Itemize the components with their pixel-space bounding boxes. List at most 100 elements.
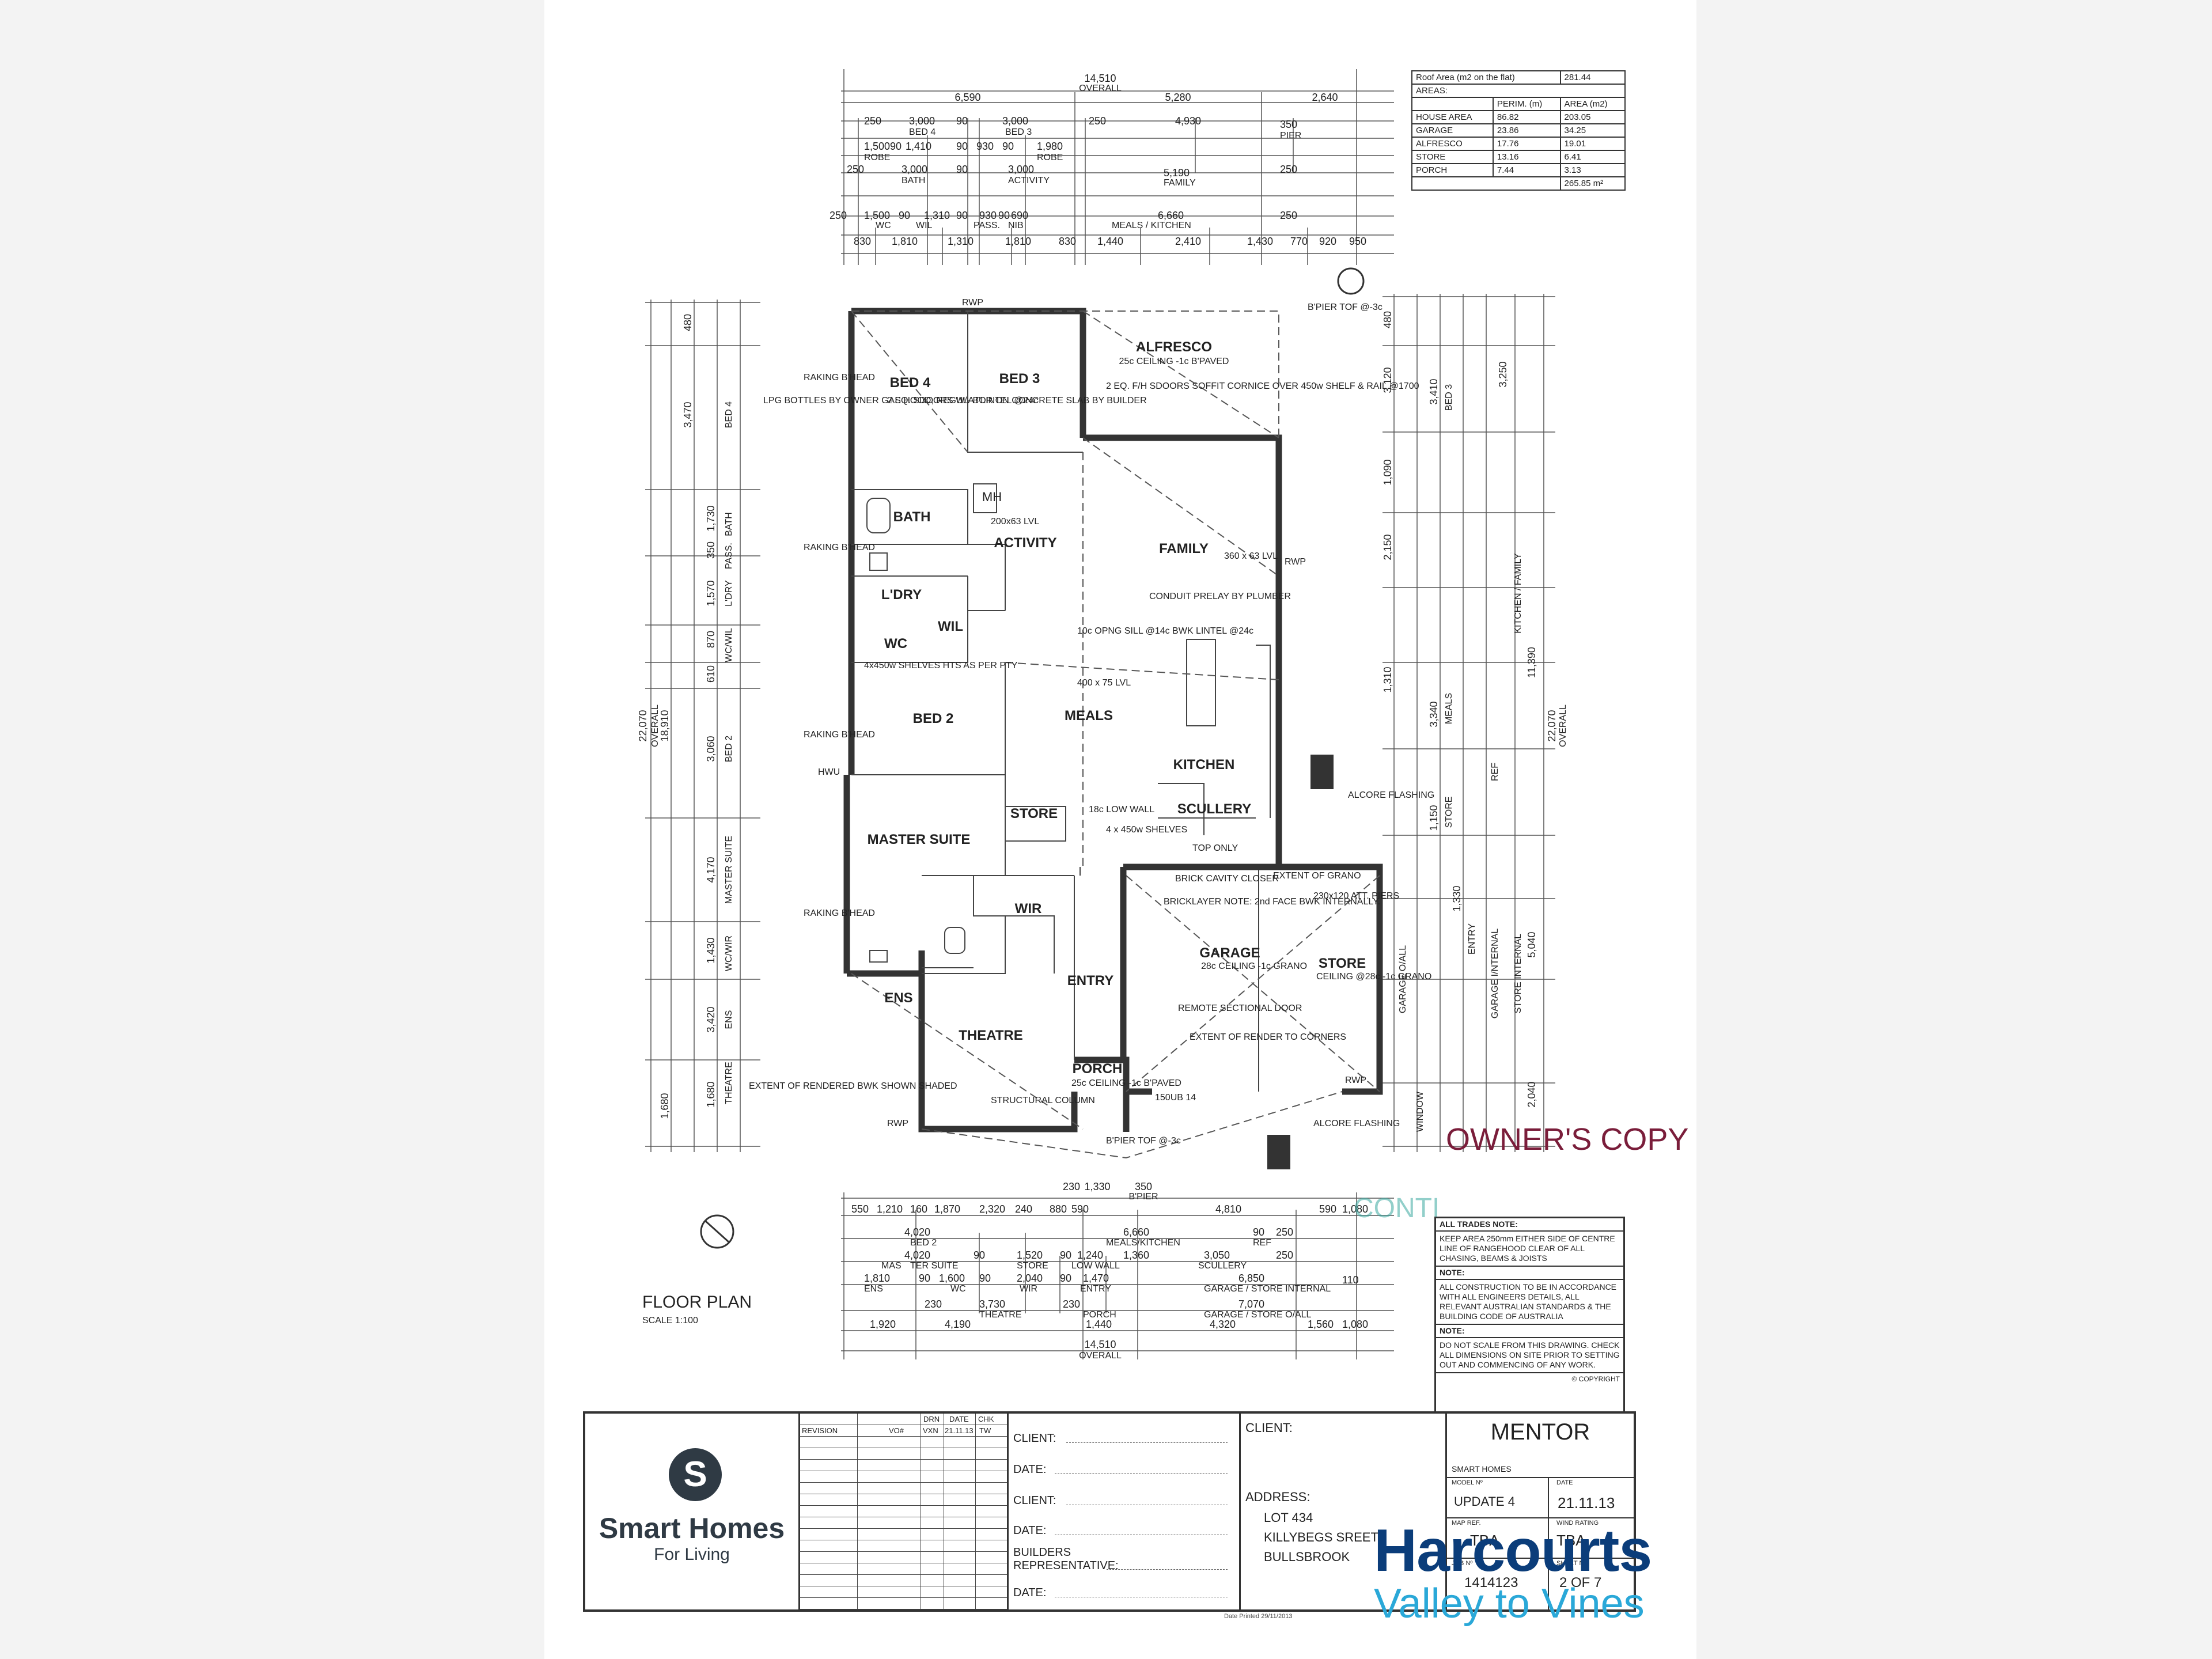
roof-table-title-value: 281.44 xyxy=(1559,70,1626,85)
top-overall-label: OVERALL xyxy=(1079,84,1122,93)
room-bed4: BED 4 xyxy=(890,375,931,391)
top-dim-r4-6: 1,980 xyxy=(1037,141,1063,152)
note-extent-grano: EXTENT OF GRANO xyxy=(1273,871,1361,881)
bottom-r4-7: 250 xyxy=(1276,1249,1293,1261)
bottom-r7-2: 1,440 xyxy=(1086,1319,1112,1330)
note-conduit: CONDUIT PRELAY BY PLUMBER xyxy=(1149,592,1291,601)
left-label-theatre: THEATRE xyxy=(724,1062,734,1104)
room-family: FAMILY xyxy=(1159,541,1209,556)
note-rwp-4: RWP xyxy=(887,1119,908,1128)
top-label-meals-kitchen: MEALS / KITCHEN xyxy=(1112,221,1191,230)
top-label-wil: WIL xyxy=(916,221,933,230)
bottom-r7-5: 1,080 xyxy=(1342,1319,1368,1330)
bottom-r6-4: 110 xyxy=(1342,1274,1359,1286)
note-remote: REMOTE SECTIONAL DOOR xyxy=(1178,1003,1302,1013)
top-dim-r3-0: 250 xyxy=(864,115,881,127)
top-dim-r7-8: 770 xyxy=(1290,236,1308,247)
roof-table-areas-label: AREAS: xyxy=(1411,84,1626,98)
right-label-garage-oall: GARAGE O/ALL xyxy=(1398,945,1408,1013)
top-overall-dim: 14,510 xyxy=(1084,73,1116,84)
roof-row-name: ALFRESCO xyxy=(1411,137,1494,151)
top-dim-r6-9: 250 xyxy=(1280,210,1297,221)
left-seg-4: 1,570 xyxy=(705,580,717,606)
bottom-label-entry: ENTRY xyxy=(1080,1284,1111,1294)
left-label-wcwir: WC/WIR xyxy=(724,935,734,971)
floor-plan-scale: SCALE 1:100 xyxy=(642,1316,698,1325)
table-row: GARAGE 23.86 34.25 xyxy=(1411,123,1626,138)
notes-body-construction: ALL CONSTRUCTION TO BE IN ACCORDANCE WIT… xyxy=(1436,1280,1623,1325)
vo-header: VO# xyxy=(889,1426,904,1435)
roof-row-name: PORCH xyxy=(1411,163,1494,177)
roof-row-perim: 23.86 xyxy=(1492,123,1561,138)
top-dim-r7-0: 830 xyxy=(854,236,871,247)
model-ref-label: MODEL Nº xyxy=(1452,1479,1483,1486)
note-garage-ceiling: 28c CEILING -1c GRANO xyxy=(1201,961,1307,971)
left-dimensions: 22,070 OVERALL 18,910 480 3,470 1,730 35… xyxy=(637,300,760,1152)
note-porch-ceiling: 25c CEILING -1c B'PAVED xyxy=(1071,1078,1181,1088)
bottom-r5-3: 90 xyxy=(979,1272,991,1284)
plan-walls xyxy=(843,308,1383,1169)
top-dim-r2-0: 6,590 xyxy=(955,92,980,103)
bottom-overall-dim: 14,510 xyxy=(1084,1339,1116,1350)
room-bed2: BED 2 xyxy=(913,711,954,726)
top-dim-r7-6: 2,410 xyxy=(1175,236,1201,247)
title-block: S Smart Homes For Living REVISION VO# DR… xyxy=(583,1411,1636,1612)
client-label: CLIENT: xyxy=(1245,1421,1293,1435)
roof-row-area: 6.41 xyxy=(1559,150,1626,164)
notes-heading-trades: ALL TRADES NOTE: xyxy=(1436,1218,1623,1232)
bottom-r2-4: 2,320 xyxy=(979,1203,1005,1215)
chk-header: CHK xyxy=(978,1415,994,1423)
bottom-label-porch: PORCH xyxy=(1083,1310,1116,1320)
agency-name: Harcourts xyxy=(1374,1517,1652,1584)
right-seg-6: 1,310 xyxy=(1382,666,1393,692)
roof-row-area: 3.13 xyxy=(1559,163,1626,177)
note-rwp-1: RWP xyxy=(962,298,983,308)
date-label-1: DATE: xyxy=(1013,1463,1047,1476)
top-dim-r2-2: 2,640 xyxy=(1312,92,1338,103)
conti-stamp: CONTI xyxy=(1354,1193,1440,1224)
roof-row-name: GARAGE xyxy=(1411,123,1494,138)
top-dim-r6-7: 690 xyxy=(1011,210,1028,221)
left-seg-8: 4,170 xyxy=(705,857,717,882)
bottom-r4-5: 1,360 xyxy=(1123,1249,1149,1261)
right-seg-10: 5,040 xyxy=(1526,931,1537,957)
roof-table-total: 265.85 m² xyxy=(1559,176,1626,191)
map-ref-label: MAP REF. xyxy=(1452,1520,1481,1527)
note-structural: STRUCTURAL COLUMN xyxy=(991,1096,1095,1105)
note-four-shelves: 4 x 450w SHELVES xyxy=(1106,825,1187,835)
note-raking-4: RAKING B'HEAD xyxy=(804,908,875,918)
client-label-1: CLIENT: xyxy=(1013,1432,1056,1445)
right-label-store: STORE xyxy=(1444,797,1454,828)
note-shelves: 4x450w SHELVES HTS AS PER PTY xyxy=(864,661,1018,671)
left-label-bed2: BED 2 xyxy=(724,736,734,762)
note-bricklayer: BRICKLAYER NOTE: 2nd FACE BWK INTERNALLY… xyxy=(1164,897,1380,907)
bottom-label-pier: B'PIER xyxy=(1128,1192,1158,1202)
left-label-ens: ENS xyxy=(724,1010,734,1029)
bottom-r7-4: 1,560 xyxy=(1308,1319,1334,1330)
roof-row-area: 19.01 xyxy=(1559,137,1626,151)
bottom-r3-0: 4,020 xyxy=(904,1226,930,1238)
floor-plan-title: FLOOR PLAN xyxy=(642,1293,752,1312)
top-dim-r3-1: 3,000 xyxy=(909,115,935,127)
note-alcore-1: ALCORE FLASHING xyxy=(1348,790,1434,800)
bottom-label-ref: REF xyxy=(1253,1238,1271,1248)
top-dim-r7-1: 1,810 xyxy=(892,236,918,247)
room-garage-store: STORE xyxy=(1319,956,1366,971)
bottom-r4-2: 1,520 xyxy=(1017,1249,1043,1261)
bottom-r7-0: 1,920 xyxy=(870,1319,896,1330)
roof-row-area: 34.25 xyxy=(1559,123,1626,138)
top-dim-r4-2: 1,410 xyxy=(906,141,931,152)
left-seg-12: 1,680 xyxy=(705,1081,717,1107)
top-dim-r5-3: 3,000 xyxy=(1008,164,1034,175)
top-dim-r6-8: 6,660 xyxy=(1158,210,1184,221)
top-dim-r4-3: 90 xyxy=(956,141,968,152)
rev-drn-value: VXN xyxy=(923,1426,938,1435)
top-dim-r3-4: 250 xyxy=(1089,115,1106,127)
note-raking-2: RAKING B'HEAD xyxy=(804,543,875,552)
top-dim-r6-6: 90 xyxy=(998,210,1010,221)
top-dim-r7-10: 950 xyxy=(1349,236,1366,247)
top-dim-r7-9: 920 xyxy=(1319,236,1336,247)
room-meals: MEALS xyxy=(1065,708,1113,724)
roof-table-blank xyxy=(1411,97,1494,111)
bottom-r1-2: 350 xyxy=(1135,1181,1152,1192)
